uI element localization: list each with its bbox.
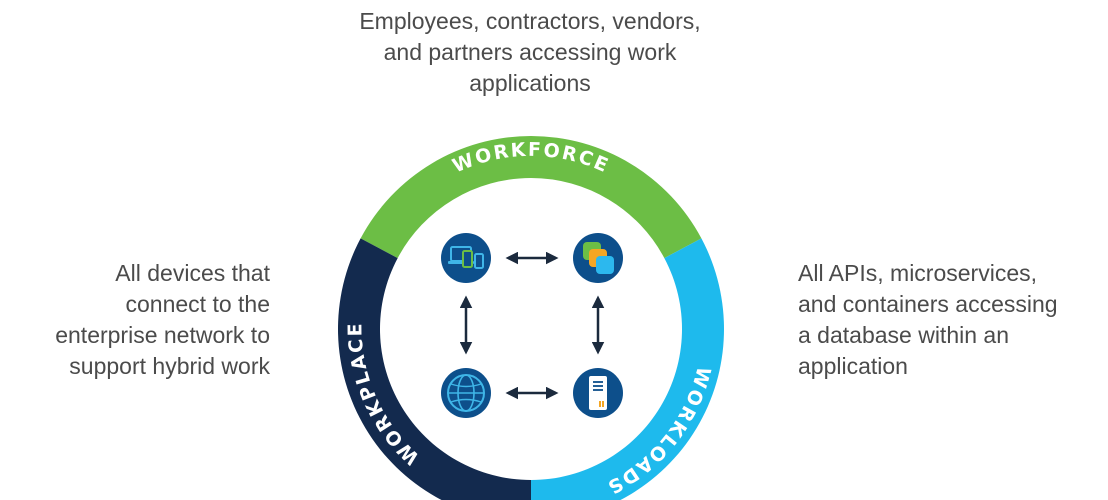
network-globe-icon: [441, 368, 491, 418]
ring-segment-workforce: [360, 136, 702, 259]
workloads-description: All APIs, microservices, and containers …: [798, 258, 1108, 382]
description-line: All APIs, microservices,: [798, 260, 1037, 286]
ring-segment-workplace: [338, 238, 531, 500]
ring-segment-workloads: [531, 238, 724, 500]
description-line: applications: [469, 70, 591, 96]
description-line: and containers accessing: [798, 291, 1058, 317]
devices-icon: [441, 233, 491, 283]
description-line: application: [798, 353, 908, 379]
workforce-description: Employees, contractors, vendors, and par…: [300, 6, 760, 99]
description-line: All devices that: [115, 260, 270, 286]
description-line: support hybrid work: [69, 353, 270, 379]
description-line: connect to the: [125, 291, 271, 317]
description-line: enterprise network to: [55, 322, 270, 348]
workplace-description: All devices that connect to the enterpri…: [0, 258, 270, 382]
server-icon: [573, 368, 623, 418]
description-line: and partners accessing work: [383, 39, 677, 65]
applications-icon: [573, 233, 623, 283]
description-line: a database within an: [798, 322, 1009, 348]
description-line: Employees, contractors, vendors,: [359, 8, 701, 34]
